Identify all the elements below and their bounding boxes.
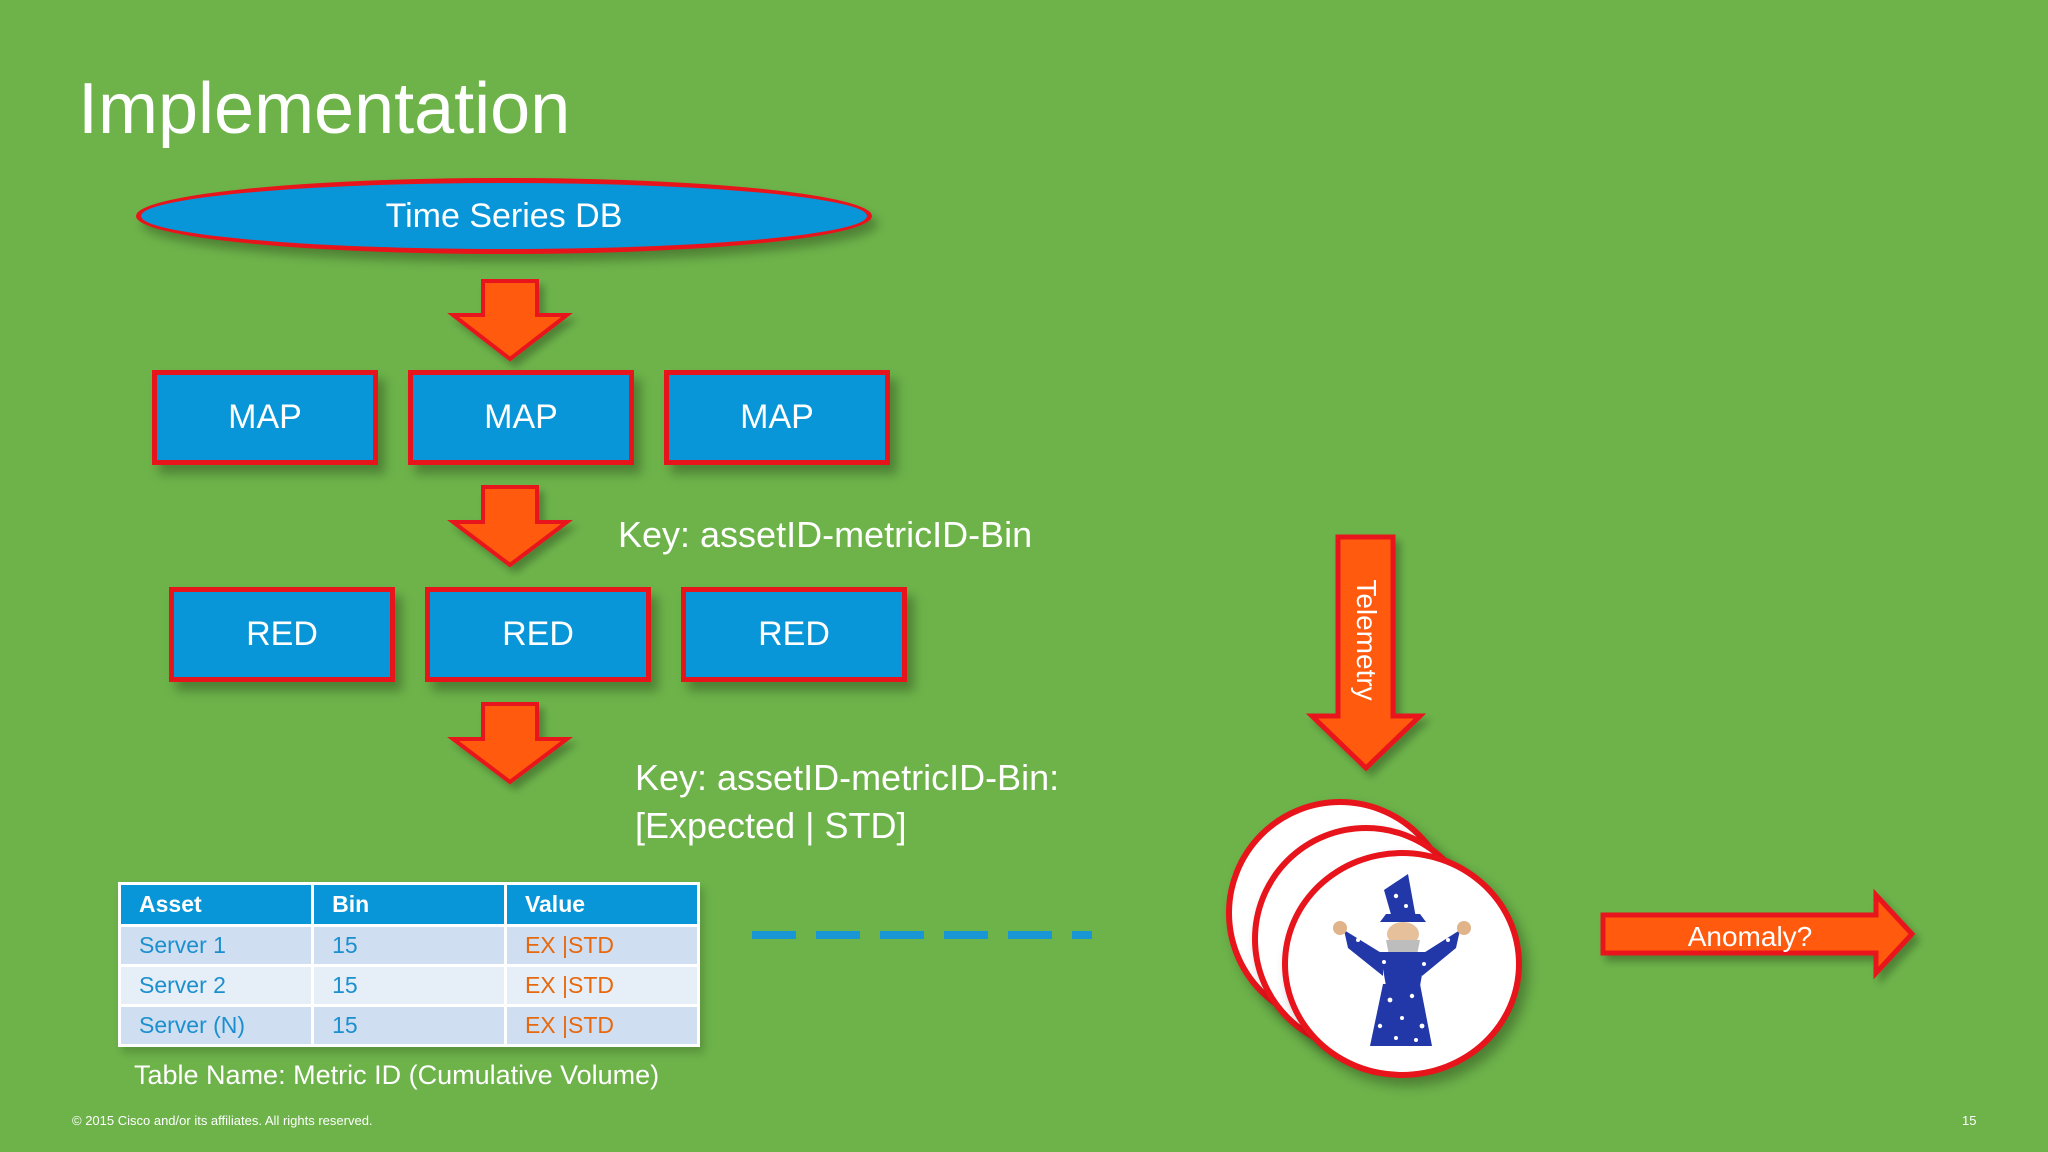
reduce-box-1: RED	[169, 587, 395, 682]
reduce-label: RED	[246, 615, 318, 653]
anomaly-label: Anomaly?	[1687, 921, 1813, 952]
copyright-footer: © 2015 Cisco and/or its affiliates. All …	[72, 1113, 373, 1128]
telemetry-arrow-icon	[1305, 534, 1427, 772]
slide-title: Implementation	[78, 69, 571, 149]
column-header-bin: Bin	[311, 882, 507, 927]
db-label: Time Series DB	[385, 196, 623, 235]
reduce-label: RED	[502, 615, 574, 653]
page-number: 15	[1962, 1113, 1977, 1128]
map-box-1: MAP	[152, 370, 378, 465]
output-key-label: Key: assetID-metricID-Bin: [Expected | S…	[635, 754, 1059, 850]
column-header-value: Value	[503, 882, 701, 927]
reduce-label: RED	[758, 615, 830, 653]
telemetry-label-text: Telemetry	[1351, 579, 1382, 701]
reduce-box-3: RED	[681, 587, 907, 682]
wizard-icon	[1333, 874, 1471, 1046]
table-row: Server 1 15 EX |STD	[117, 924, 701, 967]
key-label: Key: assetID-metricID-Bin	[618, 514, 1033, 555]
bin-cell: 15	[311, 1004, 507, 1047]
time-series-db: Time Series DB	[136, 178, 872, 254]
asset-cell: Server (N)	[117, 1004, 315, 1047]
model-circle-front	[1282, 850, 1522, 1078]
table-caption: Table Name: Metric ID (Cumulative Volume…	[134, 1060, 660, 1090]
map-label: MAP	[740, 398, 814, 436]
reduce-box-2: RED	[425, 587, 651, 682]
anomaly-arrow-icon	[1600, 888, 1916, 980]
map-label: MAP	[484, 398, 558, 436]
down-arrow-icon	[447, 485, 573, 568]
output-key-line-1: Key: assetID-metricID-Bin:	[635, 757, 1060, 798]
asset-cell: Server 2	[117, 964, 315, 1007]
map-label: MAP	[228, 398, 302, 436]
table-row: Server (N) 15 EX |STD	[117, 1004, 701, 1047]
down-arrow-icon	[447, 279, 573, 362]
value-cell: EX |STD	[503, 964, 701, 1007]
column-header-asset: Asset	[117, 882, 315, 927]
table-row: Server 2 15 EX |STD	[117, 964, 701, 1007]
bin-cell: 15	[311, 964, 507, 1007]
asset-cell: Server 1	[117, 924, 315, 967]
map-box-2: MAP	[408, 370, 634, 465]
metric-table: Asset Bin Value Server 1 15 EX |STD Serv…	[117, 882, 701, 1047]
bin-cell: 15	[311, 924, 507, 967]
output-key-line-2: [Expected | STD]	[635, 805, 907, 846]
map-box-3: MAP	[664, 370, 890, 465]
down-arrow-icon	[447, 702, 573, 785]
table-header-row: Asset Bin Value	[117, 882, 701, 927]
value-cell: EX |STD	[503, 1004, 701, 1047]
value-cell: EX |STD	[503, 924, 701, 967]
